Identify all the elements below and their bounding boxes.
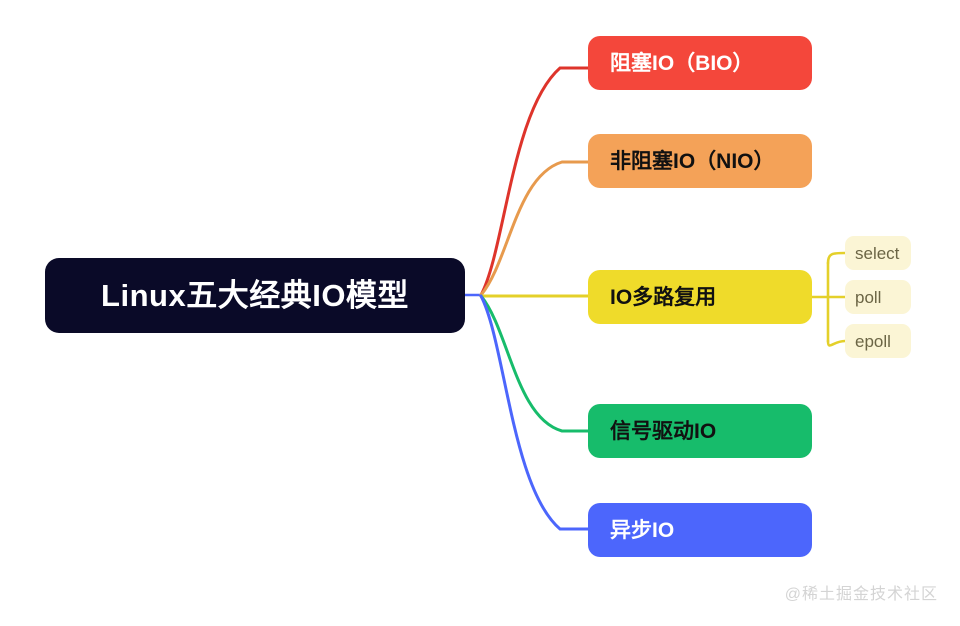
leaf-node-poll[interactable]: poll	[845, 280, 911, 314]
root-node[interactable]: Linux五大经典IO模型	[45, 258, 465, 333]
edge-to-signal	[479, 294, 590, 433]
leaf-node-poll-label: poll	[855, 287, 882, 307]
root-node-label: Linux五大经典IO模型	[101, 278, 409, 313]
branch-node-nio[interactable]: 非阻塞IO（NIO）	[588, 134, 812, 188]
branch-node-nio-label: 非阻塞IO（NIO）	[610, 149, 775, 173]
branch-node-signal-label: 信号驱动IO	[610, 419, 717, 443]
edge-to-epoll	[826, 339, 847, 347]
edge-to-nio	[479, 160, 590, 297]
edge-to-select	[826, 251, 847, 265]
edge-to-async	[479, 294, 590, 531]
branch-node-async[interactable]: 异步IO	[588, 503, 812, 557]
branch-node-multiplexing[interactable]: IO多路复用	[588, 270, 812, 324]
branch-node-bio[interactable]: 阻塞IO（BIO）	[588, 36, 812, 90]
leaf-node-select[interactable]: select	[845, 236, 911, 270]
leaf-node-select-label: select	[855, 243, 900, 263]
branch-node-multiplexing-label: IO多路复用	[610, 285, 717, 309]
leaf-node-epoll[interactable]: epoll	[845, 324, 911, 358]
branch-node-async-label: 异步IO	[610, 518, 675, 542]
branch-node-signal[interactable]: 信号驱动IO	[588, 404, 812, 458]
leaf-node-epoll-label: epoll	[855, 331, 891, 351]
branch-node-bio-label: 阻塞IO（BIO）	[610, 51, 754, 75]
watermark: @稀土掘金技术社区	[784, 586, 938, 603]
edge-to-bio	[479, 66, 590, 297]
